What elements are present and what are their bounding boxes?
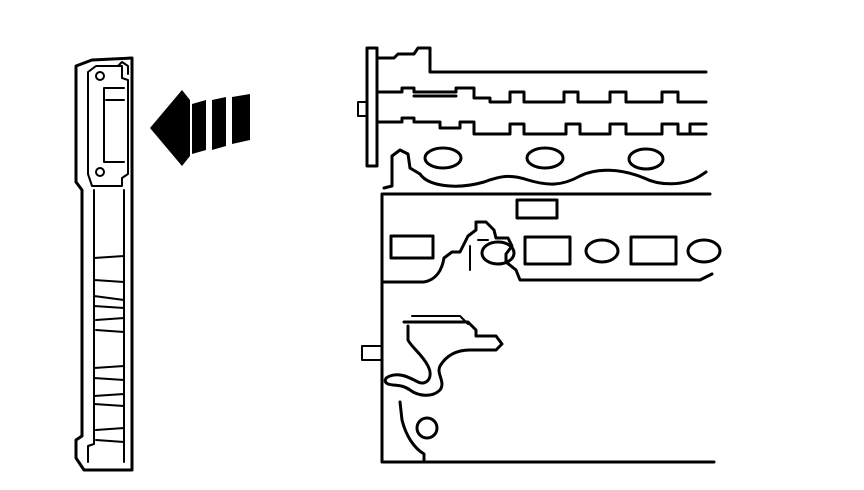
timing-plate <box>365 46 379 168</box>
bore-oval-3 <box>686 238 722 264</box>
engine-head-assembly <box>357 46 722 464</box>
bore-oval-2 <box>584 238 620 264</box>
water-jacket-inner <box>469 239 489 271</box>
bore-oval-1 <box>480 240 516 266</box>
valve-oval-1 <box>423 146 463 170</box>
valve-oval-2 <box>525 146 565 170</box>
arrow-dash-3 <box>232 94 250 144</box>
block-port-small <box>515 198 559 220</box>
block-port-left <box>389 234 435 260</box>
block-stub <box>361 345 383 361</box>
mount-hole-bottom <box>95 167 105 177</box>
head-gasket-wave <box>382 148 708 190</box>
guide-bracket <box>87 65 129 187</box>
cylinder-block-outline <box>380 192 716 464</box>
arrow-dash-2 <box>212 97 226 150</box>
plate-stub <box>357 101 368 117</box>
lower-bore-circle <box>415 416 439 440</box>
guide-outline <box>74 56 134 472</box>
bore-rect-2 <box>629 235 678 266</box>
guide-bracket-inner <box>103 87 125 163</box>
bore-rect-1 <box>523 235 572 266</box>
arrow-dash-1 <box>192 100 206 154</box>
chain-guide-part <box>74 56 134 472</box>
mount-hole-top <box>95 71 105 81</box>
guide-top-tab <box>117 61 129 75</box>
oil-passage-inner <box>411 315 469 325</box>
valve-oval-3 <box>627 147 665 171</box>
cam-cover-top <box>375 46 708 74</box>
direction-arrow-icon <box>150 90 250 166</box>
camshaft-lower <box>375 116 708 136</box>
lower-bore-wall <box>398 400 426 464</box>
guide-shaft-lines <box>87 189 125 463</box>
arrow-head <box>150 90 190 166</box>
oil-passage <box>383 320 504 397</box>
water-jacket-curve <box>382 220 714 284</box>
camshaft-upper <box>375 86 708 104</box>
camshaft-lower-end <box>688 122 708 136</box>
